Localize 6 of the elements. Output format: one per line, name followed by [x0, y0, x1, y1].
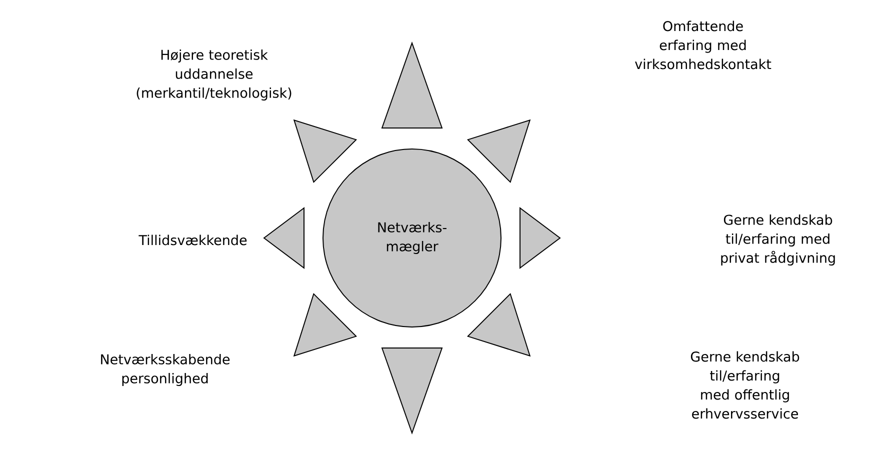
- label-text: Gerne kendskab til/erfaring med privat rådgivning: [721, 214, 835, 266]
- label-text: Gerne kendskab til/erfaring med offentlig erhvervsservice: [690, 351, 800, 419]
- label-text: Netværksskabende personlighed: [101, 354, 230, 386]
- label-text: Tillidsvækkende: [138, 234, 247, 246]
- label-text: Omfattende erfaring med virksomhedskontakt: [635, 20, 772, 70]
- label-text: Højere teoretisk uddannelse (merkantil/teknologisk): [136, 49, 292, 101]
